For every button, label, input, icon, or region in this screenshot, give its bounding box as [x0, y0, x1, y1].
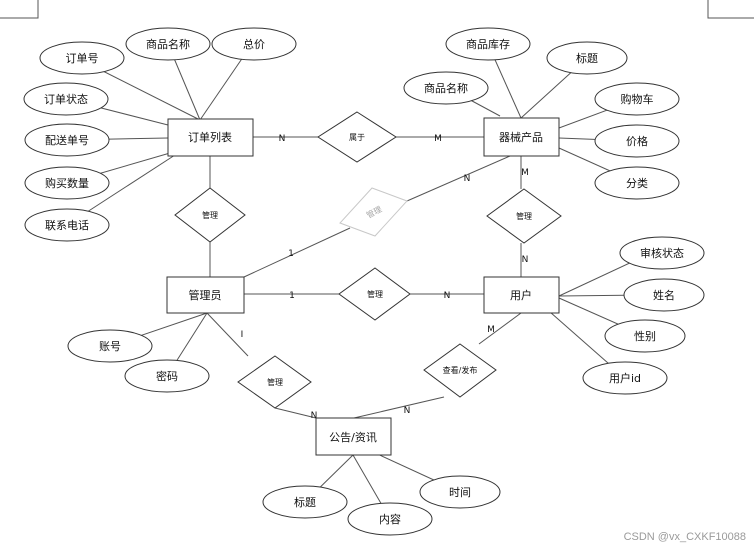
relationship-label: 属于 — [349, 133, 365, 142]
entity-label: 公告/资讯 — [329, 431, 377, 444]
relationship-order-admin: 管理 — [174, 187, 246, 243]
attribute-equipment-product-name: 商品名称 — [403, 71, 489, 105]
svg-text:账号: 账号 — [99, 340, 121, 353]
relationship-admin-user: 管理 — [338, 267, 411, 321]
svg-text:标题: 标题 — [576, 51, 598, 65]
attribute-order-status: 订单状态 — [23, 82, 109, 116]
svg-text:购物车: 购物车 — [621, 92, 654, 106]
card-user-notice-notice: N — [404, 406, 411, 416]
svg-text:性别: 性别 — [634, 329, 656, 343]
svg-text:订单状态: 订单状态 — [44, 92, 88, 106]
watermark: CSDN @vx_CXKF10088 — [624, 531, 746, 543]
relationship-label: 管理 — [516, 211, 532, 221]
svg-text:订单号: 订单号 — [66, 52, 99, 65]
entity-user: 用户 — [483, 276, 560, 314]
entity-notice: 公告/资讯 — [315, 417, 392, 456]
relationship-label: 管理 — [367, 289, 383, 299]
attribute-contact-phone: 联系电话 — [24, 208, 110, 242]
attribute-password: 密码 — [124, 359, 210, 393]
entity-admin: 管理员 — [166, 276, 245, 314]
svg-text:联系电话: 联系电话 — [45, 219, 89, 232]
relationship-label: 管理 — [202, 210, 218, 220]
svg-text:内容: 内容 — [379, 512, 401, 526]
entity-label: 订单列表 — [188, 130, 232, 144]
page-corner-marks — [0, 0, 754, 19]
svg-text:商品库存: 商品库存 — [466, 37, 510, 51]
svg-text:价格: 价格 — [626, 134, 648, 148]
relationship-admin-equipment: 管理 — [339, 187, 408, 237]
svg-text:总价: 总价 — [243, 37, 265, 51]
cardinality-labels: N M 1 N M N 1 N I N M N — [241, 134, 529, 421]
svg-text:商品名称: 商品名称 — [146, 37, 190, 51]
attribute-content: 内容 — [347, 502, 433, 536]
card-admin-equipment-admin: 1 — [288, 249, 294, 259]
entity-label: 用户 — [510, 288, 532, 302]
svg-text:配送单号: 配送单号 — [45, 133, 89, 147]
attribute-order-no: 订单号 — [39, 41, 125, 75]
card-admin-user-user: N — [444, 291, 451, 301]
attribute-name: 姓名 — [623, 278, 705, 312]
attribute-stock: 商品库存 — [445, 27, 531, 61]
entity-label: 器械产品 — [499, 130, 543, 144]
svg-text:用户id: 用户id — [609, 371, 641, 385]
svg-text:密码: 密码 — [156, 369, 178, 383]
svg-text:姓名: 姓名 — [653, 288, 675, 302]
attribute-notice-title: 标题 — [262, 485, 348, 519]
relationship-admin-notice: 管理 — [237, 355, 312, 409]
relationship-label: 查看/发布 — [443, 365, 478, 375]
svg-text:审核状态: 审核状态 — [640, 246, 684, 260]
attribute-price: 价格 — [594, 124, 680, 158]
svg-text:标题: 标题 — [294, 495, 316, 509]
relationship-label: 管理 — [267, 377, 283, 387]
attribute-gender: 性别 — [604, 319, 686, 353]
svg-text:分类: 分类 — [626, 176, 648, 190]
attribute-order-product-name: 商品名称 — [125, 27, 211, 61]
svg-text:商品名称: 商品名称 — [424, 81, 468, 95]
relationship-user-notice: 查看/发布 — [423, 343, 497, 398]
card-admin-notice-notice: N — [311, 411, 318, 421]
card-equipment-user-user: N — [522, 255, 529, 265]
card-user-notice-user: M — [487, 325, 495, 335]
attribute-review-status: 审核状态 — [619, 236, 705, 270]
card-order-equipment-equipment: M — [434, 134, 442, 144]
card-order-equipment-order: N — [279, 134, 286, 144]
attribute-cart: 购物车 — [594, 82, 680, 116]
card-equipment-user-equipment: M — [521, 168, 529, 178]
svg-text:购买数量: 购买数量 — [45, 176, 89, 190]
attribute-equipment-title: 标题 — [546, 41, 628, 75]
relationship-equipment-user: 管理 — [486, 188, 562, 244]
attribute-account: 账号 — [67, 329, 153, 363]
entity-order-list: 订单列表 — [167, 118, 254, 157]
attribute-delivery-no: 配送单号 — [24, 123, 110, 157]
entity-equipment: 器械产品 — [483, 117, 560, 157]
relationship-order-equipment: 属于 — [317, 111, 397, 163]
card-admin-user-admin: 1 — [289, 291, 295, 301]
svg-text:时间: 时间 — [449, 486, 471, 499]
card-admin-notice-admin: I — [241, 330, 244, 340]
entity-label: 管理员 — [189, 288, 222, 302]
attribute-user-id: 用户id — [582, 361, 668, 395]
attribute-time: 时间 — [419, 475, 501, 509]
attribute-order-total: 总价 — [211, 27, 297, 61]
attribute-category: 分类 — [594, 166, 680, 200]
attribute-quantity: 购买数量 — [24, 166, 110, 200]
card-admin-equipment-equipment: N — [464, 174, 471, 184]
